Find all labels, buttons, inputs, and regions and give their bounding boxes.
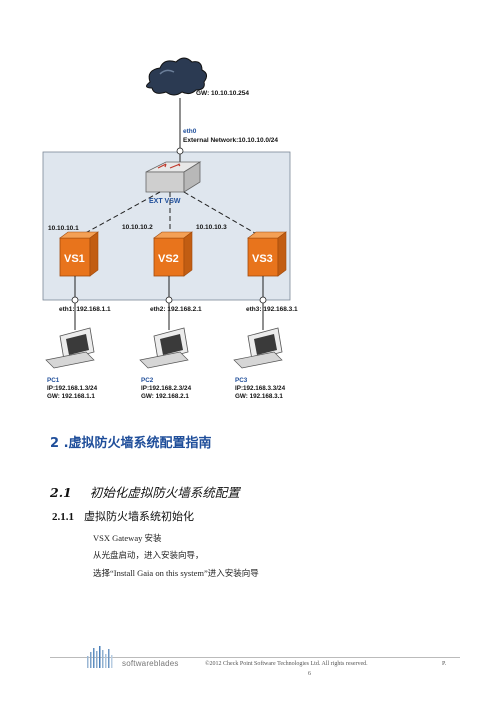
copyright-text: ©2012 Check Point Software Technologies … xyxy=(205,661,368,667)
brand-name: softwareblades xyxy=(122,659,179,668)
eth1-port xyxy=(71,296,79,304)
section-heading-2: 2 .虚拟防火墙系统配置指南 xyxy=(50,436,212,451)
pc3-info: PC3 IP:192.168.3.3/24 GW: 192.168.3.1 xyxy=(235,377,285,401)
firewall-icon-vs3 xyxy=(247,231,287,277)
pc1-info: PC1 IP:192.168.1.3/24 GW: 192.168.1.1 xyxy=(47,377,97,401)
section-heading-2-1-1: 2.1.1 虚拟防火墙系统初始化 xyxy=(52,508,194,524)
section-title: 初始化虚拟防火墙系统配置 xyxy=(89,485,240,500)
gateway-label: GW: 10.10.10.254 xyxy=(196,90,249,97)
softwareblades-logo-icon xyxy=(87,646,113,668)
eth3-port xyxy=(259,296,267,304)
vs2-link-label: 10.10.10.2 xyxy=(122,224,153,231)
vs3-link-label: 10.10.10.3 xyxy=(196,224,227,231)
subsection-title: 虚拟防火墙系统初始化 xyxy=(84,510,194,523)
section-heading-2-1: 2.1 初始化虚拟防火墙系统配置 xyxy=(50,482,240,501)
page-prefix: P. xyxy=(442,661,447,667)
pc3-ip: IP:192.168.3.3/24 xyxy=(235,385,286,392)
network-diagram: VS1 VS2 VS3 GW: 10.10.10.254 eth0 Extern… xyxy=(42,57,298,401)
vsw-label: EXT VSW xyxy=(149,198,181,205)
cloud-icon xyxy=(146,57,208,96)
external-network-label: External Network:10.10.10.0/24 xyxy=(183,137,279,144)
pc1-name: PC1 xyxy=(47,377,60,384)
vs2-label: VS2 xyxy=(158,253,179,265)
body-line-2: 从光盘启动，进入安装向导， xyxy=(93,550,204,560)
body-line-3: 选择“Install Gaia on this system”进入安装向导 xyxy=(93,568,259,578)
pc2-info: PC2 IP:192.168.2.3/24 GW: 192.168.2.1 xyxy=(141,377,191,401)
section-number: 2.1 xyxy=(50,485,72,500)
eth1-label: eth1: 192.168.1.1 xyxy=(59,306,111,313)
pc-icon-2 xyxy=(139,327,189,369)
pc2-name: PC2 xyxy=(141,377,154,384)
eth0-port xyxy=(176,147,184,155)
body-line-1: VSX Gateway 安装 xyxy=(93,533,162,543)
vs1-link-label: 10.10.10.1 xyxy=(48,225,79,232)
eth2-port xyxy=(165,296,173,304)
eth3-label: eth3: 192.168.3.1 xyxy=(246,306,298,313)
firewall-icon-vs1 xyxy=(59,231,99,277)
firewall-icon-vs2 xyxy=(153,231,193,277)
eth0-label: eth0 xyxy=(183,128,197,135)
subsection-number: 2.1.1 xyxy=(52,511,74,523)
eth2-label: eth2: 192.168.2.1 xyxy=(150,306,202,313)
footer-rule xyxy=(50,657,460,658)
pc-icon-1 xyxy=(45,327,95,369)
pc3-name: PC3 xyxy=(235,377,248,384)
pc1-ip: IP:192.168.1.3/24 xyxy=(47,385,98,392)
vs3-label: VS3 xyxy=(252,253,273,265)
pc-icon-3 xyxy=(233,327,283,369)
pc2-ip: IP:192.168.2.3/24 xyxy=(141,385,192,392)
vs1-label: VS1 xyxy=(64,253,85,265)
pc1-gw: GW: 192.168.1.1 xyxy=(47,393,95,400)
network-diagram-svg: VS1 VS2 VS3 xyxy=(42,57,291,369)
pc2-gw: GW: 192.168.2.1 xyxy=(141,393,189,400)
pc3-gw: GW: 192.168.3.1 xyxy=(235,393,283,400)
page-number: 6 xyxy=(308,671,311,677)
